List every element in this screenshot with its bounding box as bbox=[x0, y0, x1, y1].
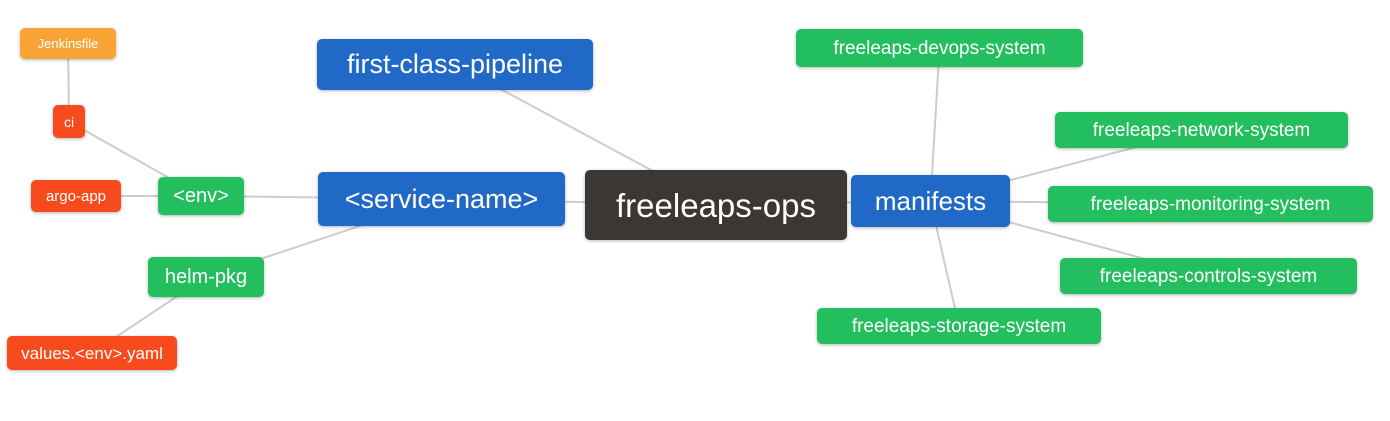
node-env[interactable]: <env> bbox=[158, 177, 244, 215]
node-manifests[interactable]: manifests bbox=[851, 175, 1010, 227]
node-ci[interactable]: ci bbox=[53, 105, 85, 138]
node-argo-app[interactable]: argo-app bbox=[31, 180, 121, 212]
node-helm-pkg[interactable]: helm-pkg bbox=[148, 257, 264, 297]
node-jenkinsfile[interactable]: Jenkinsfile bbox=[20, 28, 116, 59]
node-values-env-yaml[interactable]: values.<env>.yaml bbox=[7, 336, 177, 370]
node-freeleaps-controls-system[interactable]: freeleaps-controls-system bbox=[1060, 258, 1357, 294]
node-freeleaps-monitoring-system[interactable]: freeleaps-monitoring-system bbox=[1048, 186, 1373, 222]
node-first-class-pipeline[interactable]: first-class-pipeline bbox=[317, 39, 593, 90]
node-freeleaps-devops-system[interactable]: freeleaps-devops-system bbox=[796, 29, 1083, 67]
node-service-name[interactable]: <service-name> bbox=[318, 172, 565, 226]
node-freeleaps-storage-system[interactable]: freeleaps-storage-system bbox=[817, 308, 1101, 344]
node-freeleaps-network-system[interactable]: freeleaps-network-system bbox=[1055, 112, 1348, 148]
node-freeleaps-ops[interactable]: freeleaps-ops bbox=[585, 170, 847, 240]
